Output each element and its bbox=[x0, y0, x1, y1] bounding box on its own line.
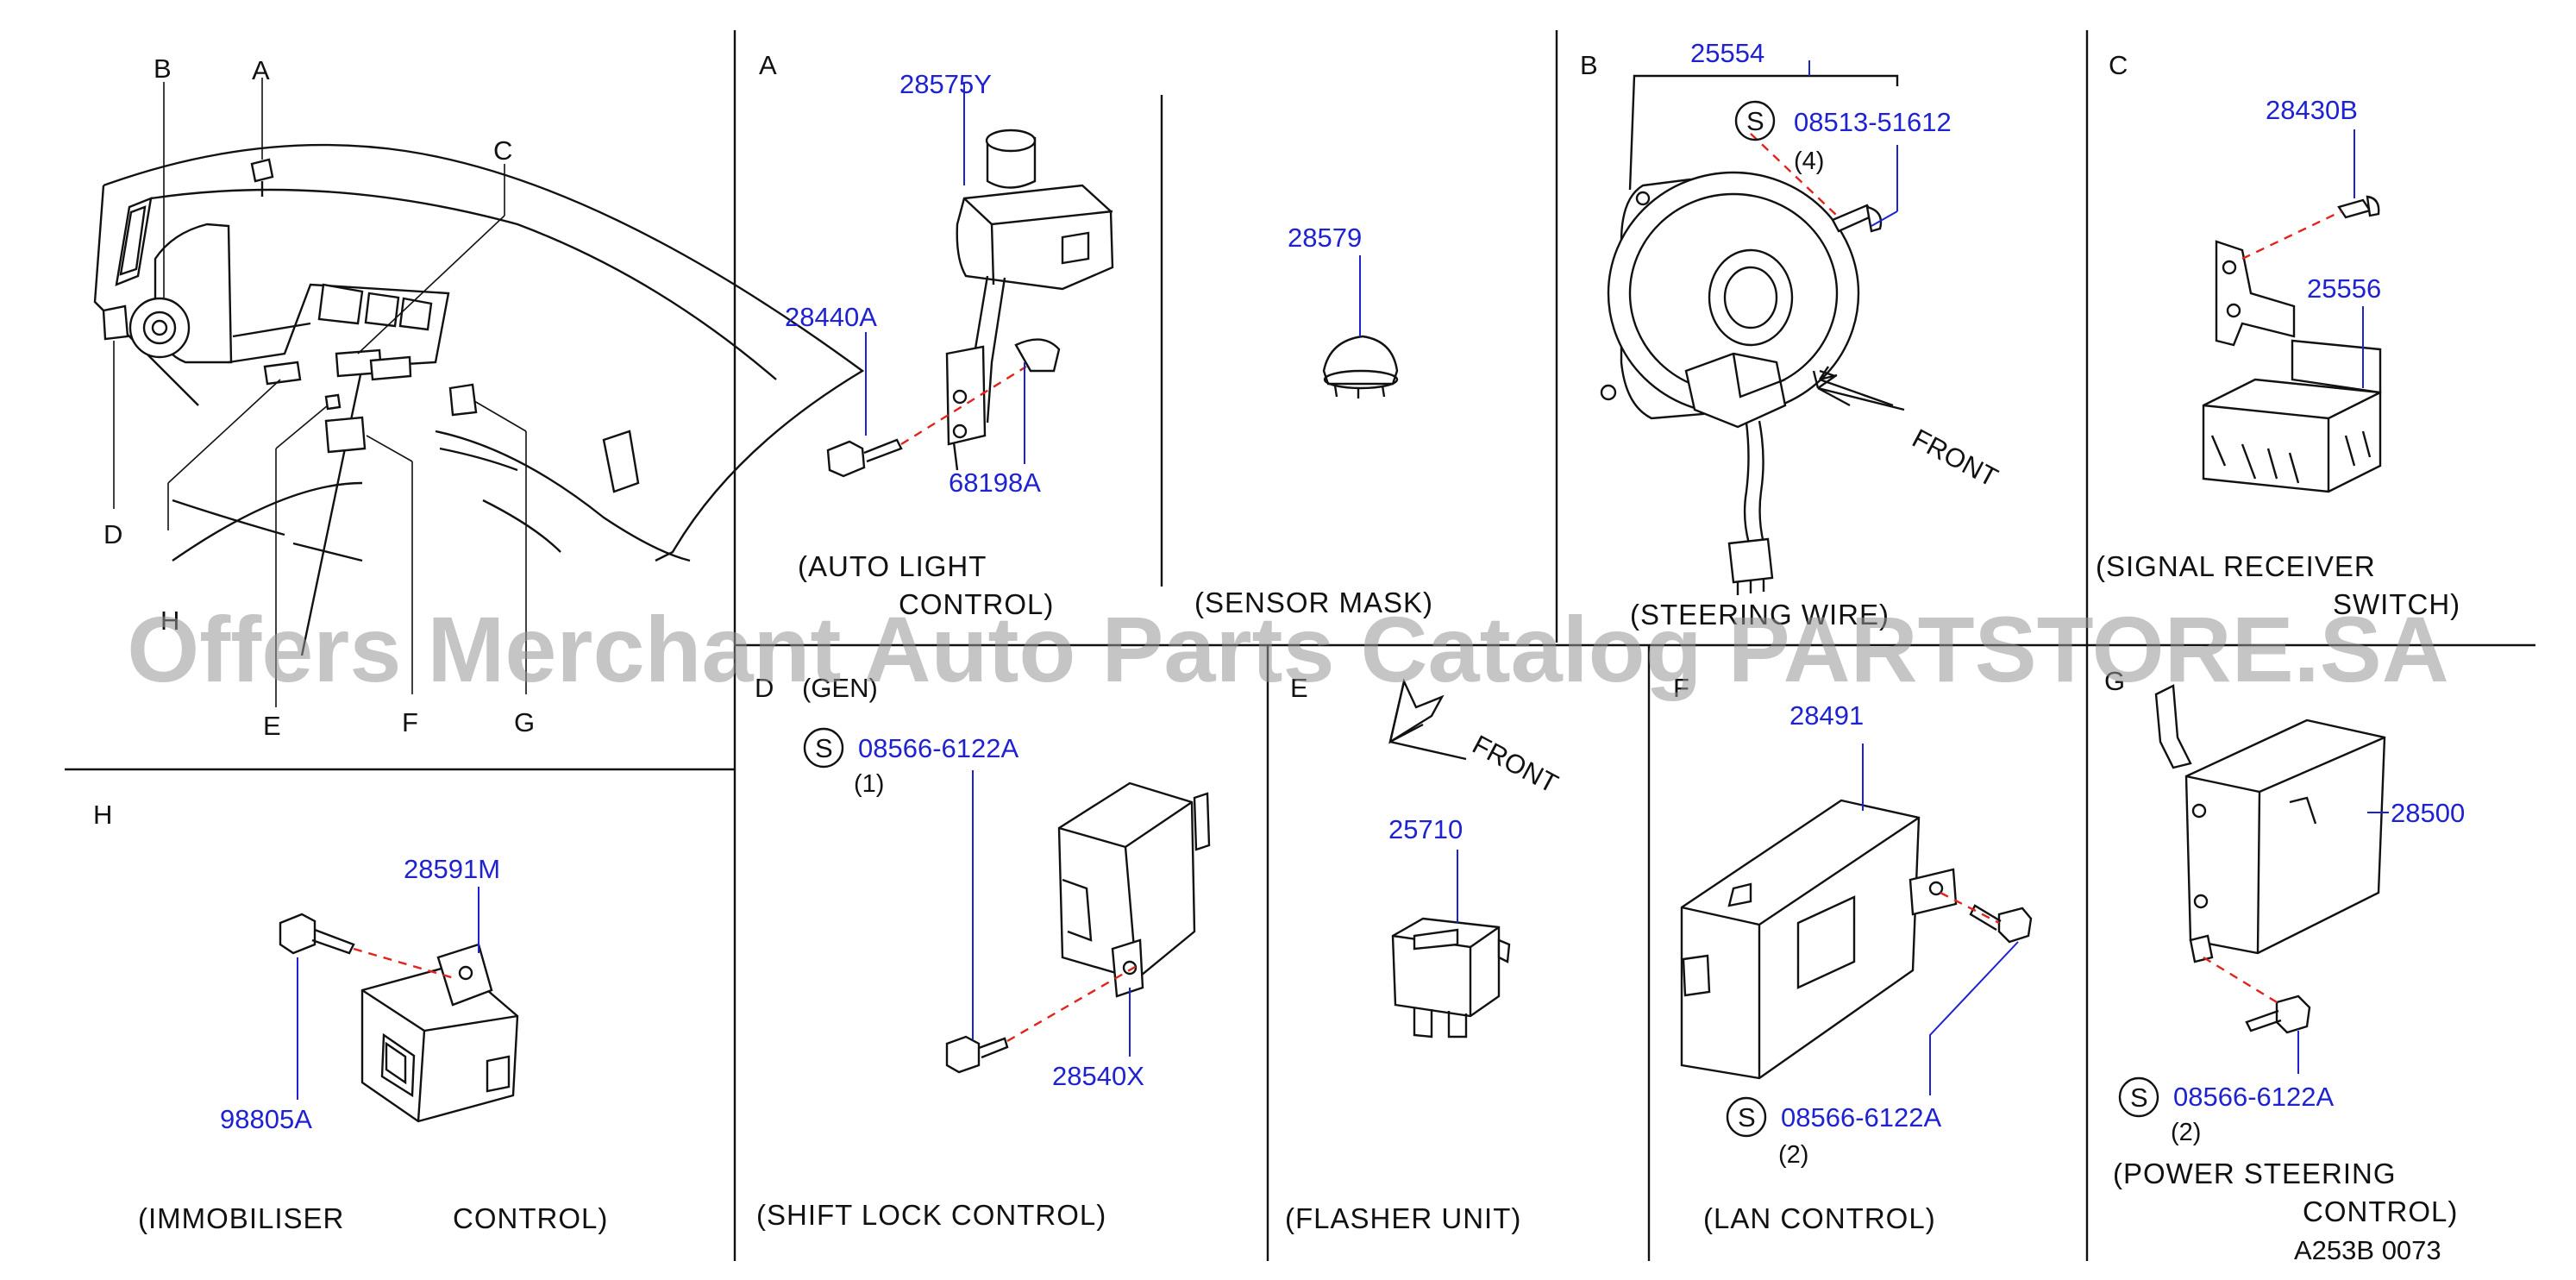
overview-label-f: F bbox=[402, 707, 418, 737]
part-28575Y[interactable]: 28575Y bbox=[899, 69, 992, 99]
caption-immobiliser-line2: CONTROL) bbox=[453, 1202, 608, 1234]
overview-label-c: C bbox=[493, 135, 512, 166]
part-25556[interactable]: 25556 bbox=[2307, 273, 2381, 304]
std-symbol-b: S bbox=[1746, 106, 1764, 136]
overview-label-d: D bbox=[103, 519, 122, 549]
section-letter-b: B bbox=[1580, 50, 1598, 80]
qty-f: (2) bbox=[1778, 1141, 1808, 1169]
front-label-e: FRONT bbox=[1468, 729, 1564, 799]
part-98805A[interactable]: 98805A bbox=[220, 1104, 312, 1134]
part-68198A[interactable]: 68198A bbox=[949, 467, 1041, 498]
std-symbol-f: S bbox=[1738, 1102, 1756, 1133]
section-e-flasher-unit: E FRONT 25710 (FLASHER UNIT) bbox=[1285, 673, 1563, 1234]
section-letter-f: F bbox=[1673, 673, 1689, 703]
section-letter-d: D bbox=[755, 673, 774, 703]
part-25554[interactable]: 25554 bbox=[1690, 38, 1764, 68]
part-08513-51612[interactable]: 08513-51612 bbox=[1794, 107, 1952, 137]
qty-b: (4) bbox=[1794, 147, 1824, 175]
caption-power-steering-line2: CONTROL) bbox=[2303, 1195, 2458, 1227]
part-28440A[interactable]: 28440A bbox=[785, 302, 877, 332]
caption-flasher-unit: (FLASHER UNIT) bbox=[1285, 1202, 1521, 1234]
section-letter-a: A bbox=[759, 50, 777, 80]
caption-auto-light-line1: (AUTO LIGHT bbox=[798, 550, 987, 582]
section-a-auto-light-control: A 28575Y 28440A 68198A (AUTO LIGHT CONTR… bbox=[759, 50, 1114, 620]
part-28579[interactable]: 28579 bbox=[1288, 223, 1362, 253]
caption-shift-lock: (SHIFT LOCK CONTROL) bbox=[756, 1199, 1106, 1231]
caption-auto-light-line2: CONTROL) bbox=[899, 588, 1054, 620]
section-letter-e: E bbox=[1290, 673, 1308, 703]
caption-power-steering-line1: (POWER STEERING bbox=[2113, 1158, 2397, 1189]
part-08566-6122A-d[interactable]: 08566-6122A bbox=[858, 733, 1018, 763]
note-gen: (GEN) bbox=[802, 673, 878, 703]
caption-lan-control: (LAN CONTROL) bbox=[1703, 1202, 1936, 1234]
panel-grid bbox=[65, 30, 2535, 1261]
qty-d: (1) bbox=[854, 770, 884, 798]
caption-signal-receiver-line1: (SIGNAL RECEIVER bbox=[2096, 550, 2376, 582]
section-letter-g: G bbox=[2104, 666, 2125, 696]
section-letter-h: H bbox=[93, 800, 112, 830]
caption-sensor-mask: (SENSOR MASK) bbox=[1194, 587, 1433, 618]
caption-steering-wire: (STEERING WIRE) bbox=[1630, 599, 1890, 631]
section-g-power-steering-control: G S 28500 08566-6122A (2) (POWER STEERIN… bbox=[2104, 666, 2465, 1265]
section-d-shift-lock-control: D (GEN) S 08566-6122A (1) 28540X (SHIFT … bbox=[755, 673, 1211, 1231]
section-h-immobiliser-control: H 28591M 98805A (IMMOBILISER CONTROL) bbox=[93, 800, 608, 1234]
section-f-lan-control: F S 28491 08566-6122A (2) (LAN CONTROL) bbox=[1673, 673, 2033, 1234]
qty-g: (2) bbox=[2171, 1119, 2201, 1146]
diagram-code: A253B 0073 bbox=[2294, 1235, 2441, 1265]
part-28591M[interactable]: 28591M bbox=[404, 854, 500, 884]
overview-label-e: E bbox=[263, 711, 281, 741]
dashboard-overview: B A C D H E F G bbox=[93, 53, 865, 741]
section-sensor-mask: 28579 (SENSOR MASK) bbox=[1194, 223, 1433, 618]
part-08566-6122A-f[interactable]: 08566-6122A bbox=[1781, 1102, 1941, 1133]
overview-label-h: H bbox=[160, 605, 179, 636]
overview-label-a: A bbox=[252, 55, 270, 85]
section-b-steering-wire: B S 25554 08513-51612 (4) FRONT (STEERIN… bbox=[1580, 38, 2003, 631]
std-symbol-d: S bbox=[815, 733, 833, 763]
part-25710[interactable]: 25710 bbox=[1388, 814, 1463, 844]
section-c-signal-receiver-switch: C 28430B 25556 (SIGNAL RECEIVER SWITCH) bbox=[2096, 50, 2460, 620]
part-28500[interactable]: 28500 bbox=[2391, 798, 2465, 828]
front-label-b: FRONT bbox=[1908, 423, 2003, 493]
part-28430B[interactable]: 28430B bbox=[2266, 95, 2358, 125]
part-28540X[interactable]: 28540X bbox=[1052, 1061, 1144, 1091]
caption-signal-receiver-line2: SWITCH) bbox=[2333, 588, 2460, 620]
overview-label-g: G bbox=[514, 707, 535, 737]
caption-immobiliser-line1: (IMMOBILISER bbox=[138, 1202, 344, 1234]
std-symbol-g: S bbox=[2130, 1082, 2148, 1113]
part-08566-6122A-g[interactable]: 08566-6122A bbox=[2173, 1082, 2334, 1112]
part-28491[interactable]: 28491 bbox=[1789, 700, 1864, 731]
overview-label-b: B bbox=[154, 53, 172, 84]
section-letter-c: C bbox=[2109, 50, 2128, 80]
